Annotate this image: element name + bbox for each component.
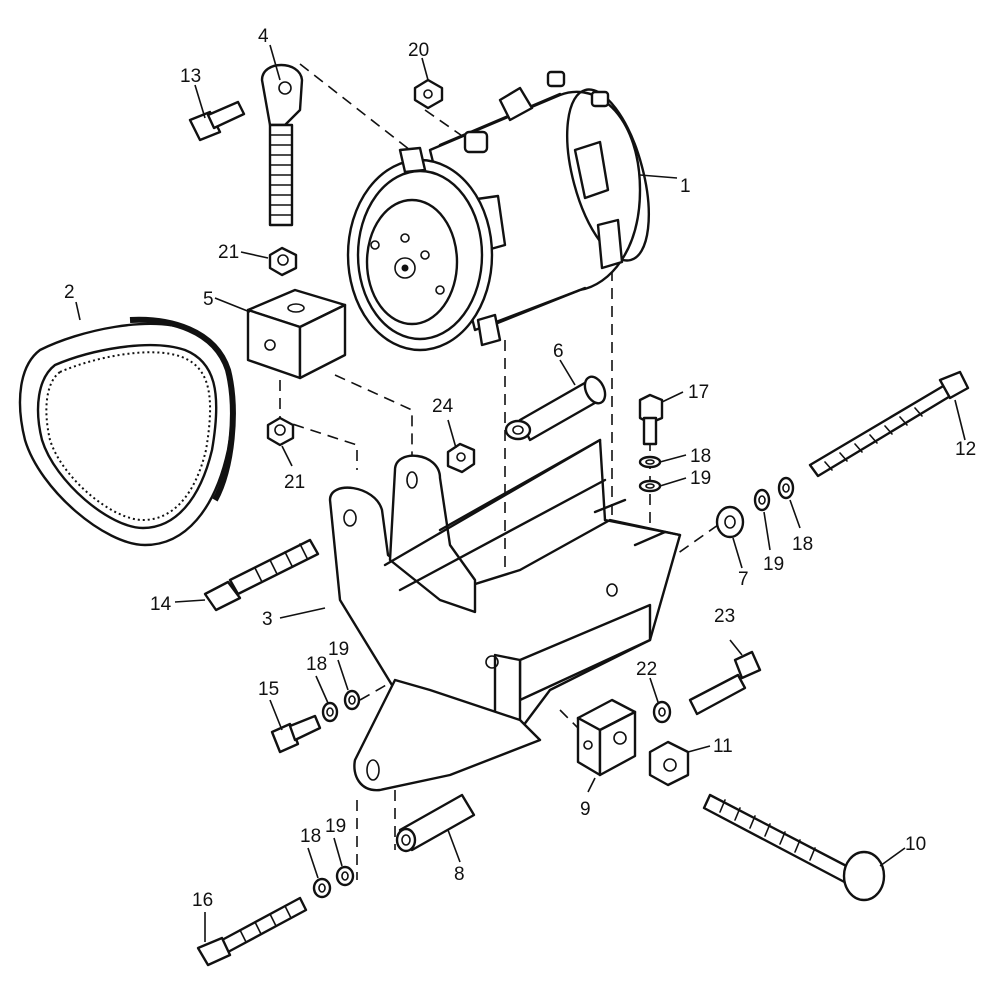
callout-19-top: 19	[690, 468, 711, 489]
callout-11: 11	[713, 736, 733, 757]
callout-18-mid: 18	[306, 654, 327, 675]
washer-18-top	[638, 455, 662, 469]
nut-21-lower	[266, 416, 295, 447]
callout-2: 2	[64, 282, 75, 303]
sleeve-8	[395, 793, 476, 853]
callout-12: 12	[955, 439, 976, 460]
callout-24: 24	[432, 396, 454, 417]
callout-16: 16	[192, 890, 213, 911]
callout-22: 22	[636, 659, 657, 680]
tension-block	[576, 698, 637, 777]
bolt-15	[270, 714, 322, 754]
bolt-23	[688, 650, 762, 716]
callout-19-right: 19	[763, 554, 784, 575]
pivot-pin	[504, 375, 607, 442]
callout-19-mid: 19	[328, 639, 349, 660]
drive-belt	[18, 316, 236, 547]
washer-19-mid	[343, 689, 361, 711]
nut-21-upper	[268, 246, 298, 277]
bushing-7	[715, 505, 745, 539]
bolt-14	[203, 538, 320, 612]
callout-13: 13	[180, 66, 201, 87]
bolt-13	[188, 100, 246, 142]
washer-22	[652, 700, 672, 724]
adjusting-bolt	[260, 63, 304, 227]
callout-1: 1	[680, 176, 691, 197]
adjuster-block	[246, 288, 347, 380]
callout-14: 14	[150, 594, 172, 615]
callout-9: 9	[580, 799, 591, 820]
washer-19-top	[638, 479, 662, 493]
mounting-bracket	[328, 438, 682, 792]
callout-8: 8	[454, 864, 465, 885]
callout-21-upper: 21	[218, 242, 239, 263]
washer-19-right	[753, 488, 771, 512]
washer-19-bottom	[335, 865, 355, 887]
nut-24	[446, 442, 476, 474]
callout-18-bottom: 18	[300, 826, 321, 847]
callout-6: 6	[553, 341, 564, 362]
callout-18-top: 18	[690, 446, 711, 467]
compressor	[346, 70, 650, 352]
callout-15: 15	[258, 679, 279, 700]
callout-5: 5	[203, 289, 214, 310]
callout-20: 20	[408, 40, 429, 61]
washer-18-bottom	[312, 877, 332, 899]
leader-lines	[75, 44, 966, 942]
callout-21-lower: 21	[284, 472, 305, 493]
nut-20	[413, 78, 444, 110]
callout-23: 23	[714, 606, 735, 627]
callout-7: 7	[738, 569, 749, 590]
callout-17: 17	[688, 382, 709, 403]
nut-11	[648, 740, 690, 787]
bolt-16	[196, 896, 308, 967]
bolt-10	[702, 793, 886, 902]
callout-10: 10	[905, 834, 926, 855]
washer-18-right	[777, 476, 795, 500]
callout-3: 3	[262, 609, 273, 630]
callout-18-right: 18	[792, 534, 813, 555]
threaded-stud	[808, 370, 970, 478]
callout-19-bottom: 19	[325, 816, 346, 837]
callout-4: 4	[258, 26, 269, 47]
callout-numbers: 1 2 3 4 5 6 7 8 9 10 11 12 13 14 15 16 1…	[64, 26, 976, 911]
washer-18-mid	[321, 701, 339, 723]
bolt-17	[638, 393, 664, 446]
